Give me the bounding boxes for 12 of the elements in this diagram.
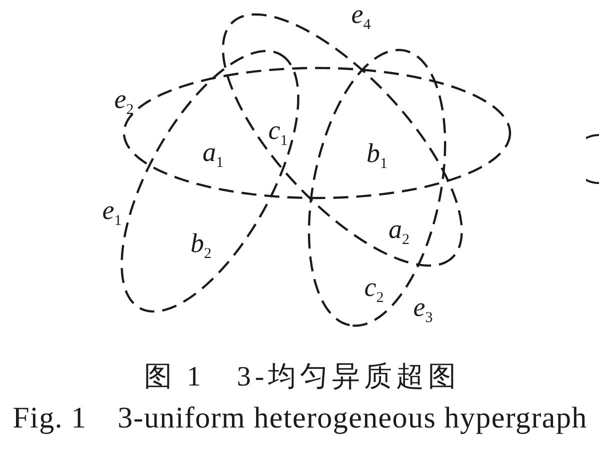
vertex-label: a$_{2}$ [388, 214, 410, 244]
vertex-label: c$_{1}$ [268, 116, 288, 144]
vertex-label: b$_{1}$ [366, 138, 388, 168]
vertex-label: c$_{2}$ [364, 272, 384, 302]
hyperedge-label: e$_{1}$ [102, 196, 122, 224]
vertex-label: a$_{1}$ [202, 138, 224, 166]
figure-caption: Fig. 1 3-uniform heterogeneous hypergraph [12, 402, 588, 434]
figure-caption: 图 1 3-均匀异质超图 [144, 362, 460, 394]
hyperedge-label: e$_{2}$ [114, 84, 134, 114]
hyperedge-label: e$_{4}$ [351, 0, 371, 28]
hyperedge-label: e$_{3}$ [413, 292, 433, 322]
vertex-label: b$_{2}$ [190, 228, 212, 258]
